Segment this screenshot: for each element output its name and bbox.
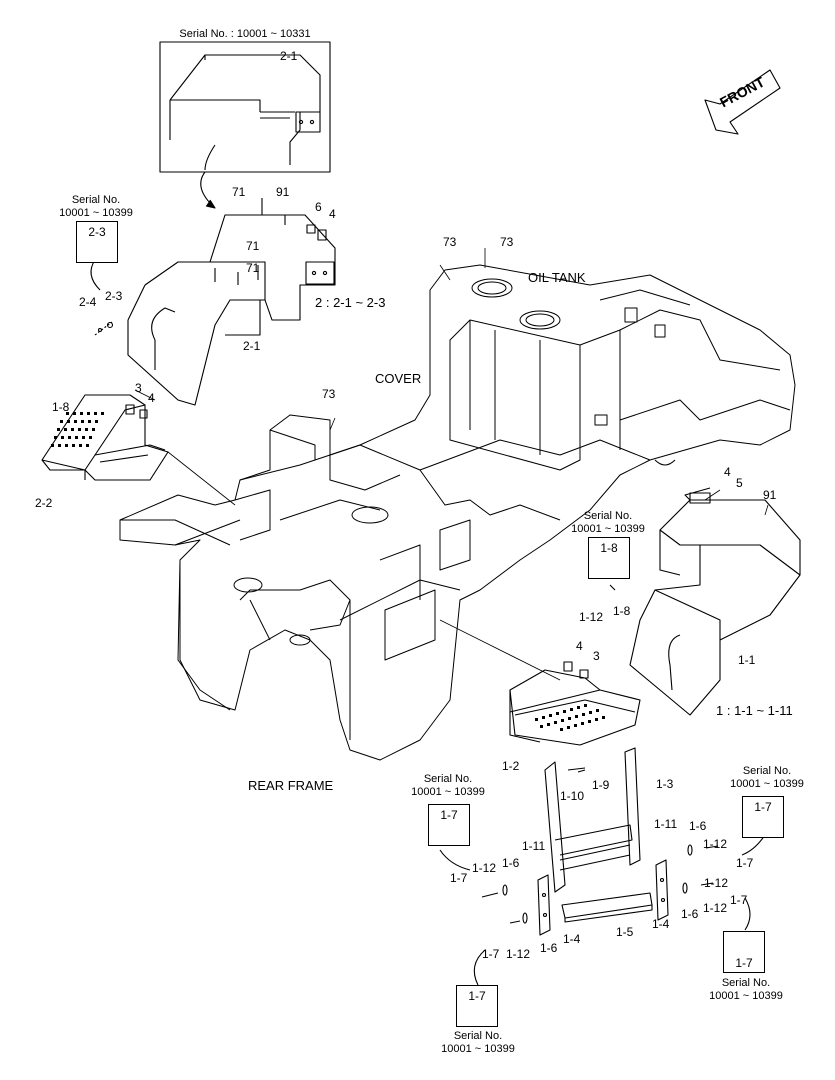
part-label: 4 (148, 391, 155, 405)
part-label: 2-3 (105, 289, 123, 303)
serial-br-label: Serial No. (721, 977, 771, 989)
serial-lower-right-range: 10001 ~ 10399 (730, 778, 804, 790)
fasteners-lower (481, 767, 719, 924)
detail-box-1-7-left: 1-7 (428, 804, 470, 846)
part-label: 91 (276, 185, 290, 199)
part-label: 1-4 (563, 932, 581, 946)
part-label: 1-8 (52, 400, 70, 414)
part-label: 1-4 (652, 917, 670, 931)
leader-lines (134, 248, 769, 681)
part-label: 1-3 (656, 777, 674, 791)
detail-box-1-7-br: 1-7 (723, 931, 765, 973)
part-label: 2-1 (280, 49, 298, 63)
part-label: 71 (246, 261, 260, 275)
part-label: 1-12 (506, 947, 531, 961)
part-label: 4 (329, 207, 336, 221)
oil-tank-label: OIL TANK (528, 270, 586, 285)
part-label: 71 (246, 239, 260, 253)
serial-br-range: 10001 ~ 10399 (709, 990, 783, 1002)
detail-box-1-7-right: 1-7 (742, 796, 784, 838)
detail-inset-box (159, 41, 331, 173)
part-label: 3 (593, 649, 600, 663)
detail-box-1-8: 1-8 (588, 537, 630, 579)
cover-2-1 (127, 214, 336, 406)
part-label: 1-7 (736, 856, 754, 870)
serial-lower-right-label: Serial No. (742, 765, 792, 777)
part-label: 1-5 (616, 925, 634, 939)
detail-box-1-7-bottom: 1-7 (456, 985, 498, 1027)
part-label: 1-12 (703, 837, 728, 851)
cover-1-1 (629, 487, 801, 716)
part-label: 1-11 (654, 817, 678, 831)
detail-box-2-3: 2-3 (76, 221, 118, 263)
part-label: 73 (500, 235, 514, 249)
detail-inset-cover-part (169, 54, 321, 171)
part-label: 1-12 (703, 901, 728, 915)
part-label: 2-1 (243, 339, 261, 353)
group2-label: 2 : 2-1 ~ 2-3 (315, 295, 386, 310)
part-label: 1-9 (592, 778, 610, 792)
serial-lower-left-range: 10001 ~ 10399 (411, 786, 485, 798)
part-label: 1-7 (482, 947, 500, 961)
part-label: 1-10 (560, 789, 585, 803)
serial-lower-left-label: Serial No. (423, 773, 473, 785)
brackets-1-4 (537, 859, 669, 936)
serial-bottom-range: 10001 ~ 10399 (441, 1043, 515, 1055)
part-label: 1-12 (579, 610, 604, 624)
cover-label: COVER (375, 371, 422, 386)
step-1-5 (561, 892, 653, 923)
detail-box-1-7-left-label: 1-7 (440, 808, 458, 822)
part-label: 1-1 (738, 653, 756, 667)
part-label: 5 (736, 476, 743, 490)
rear-frame-label: REAR FRAME (248, 778, 334, 793)
part-label: 1-12 (472, 861, 497, 875)
ladder-1-3 (544, 747, 641, 893)
part-label: 1-8 (613, 604, 631, 618)
part-label: 2-2 (35, 496, 53, 510)
part-label: 1-7 (730, 893, 748, 907)
detail-callout-arrows (90, 259, 766, 986)
part-label: 2-4 (79, 295, 97, 309)
inset-leader-arrowhead (205, 199, 216, 209)
part-label: 1-7 (450, 871, 468, 885)
bolts-upper (94, 198, 327, 336)
part-label: 6 (315, 200, 322, 214)
serial-left-range: 10001 ~ 10399 (59, 207, 133, 219)
part-label: 1-6 (502, 856, 520, 870)
front-arrow (704, 69, 781, 135)
step-1-2 (509, 661, 641, 746)
part-label: 1-6 (689, 819, 707, 833)
detail-box-2-3-label: 2-3 (88, 225, 106, 239)
part-label: 1-12 (704, 876, 729, 890)
part-label: 4 (724, 465, 731, 479)
part-label: 1-6 (540, 941, 558, 955)
part-label: 1-6 (681, 907, 699, 921)
serial-mid-label: Serial No. (583, 510, 633, 522)
part-label: 73 (322, 387, 336, 401)
detail-box-1-7-br-label: 1-7 (735, 956, 753, 970)
group1-label: 1 : 1-1 ~ 1-11 (716, 703, 793, 718)
part-label: 71 (232, 185, 246, 199)
inset-leader-arrow (200, 171, 216, 209)
part-label: 1-2 (502, 759, 520, 773)
part-label: 4 (576, 639, 583, 653)
detail-box-1-7-bottom-label: 1-7 (468, 989, 486, 1003)
serial-mid-range: 10001 ~ 10399 (571, 523, 645, 535)
detail-box-1-8-label: 1-8 (600, 541, 618, 555)
step-2-2 (41, 394, 169, 481)
serial-left-label: Serial No. (71, 194, 121, 206)
serial-top: Serial No. : 10001 ~ 10331 (179, 28, 311, 40)
detail-box-1-7-right-label: 1-7 (754, 800, 772, 814)
part-label: 3 (135, 381, 142, 395)
rear-frame (119, 264, 796, 761)
part-label: 91 (763, 488, 777, 502)
part-label: 1-11 (522, 839, 546, 853)
serial-bottom-label: Serial No. (453, 1030, 503, 1042)
part-label: 73 (443, 235, 457, 249)
